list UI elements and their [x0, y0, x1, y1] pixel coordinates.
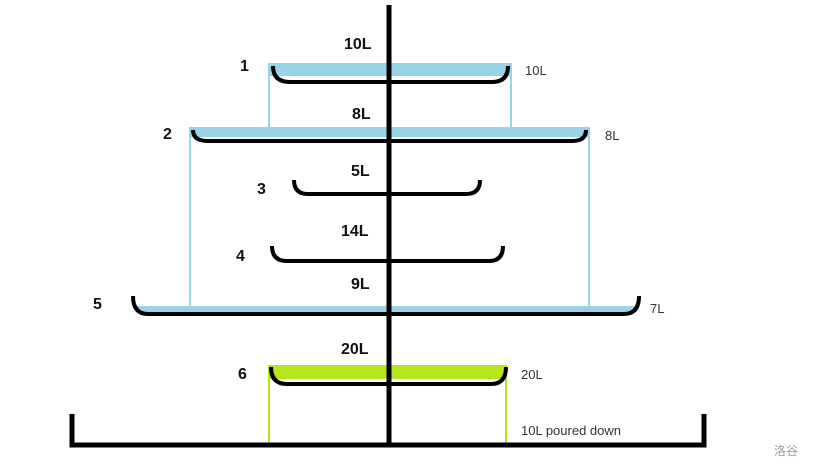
bowl-1-center-label: 10L [344, 36, 372, 53]
bowl-4-number: 4 [236, 248, 245, 265]
bowl-2-center-label: 8L [352, 106, 371, 123]
bowl-1-side-label: 10L [525, 63, 547, 78]
bowl-3-center-label: 5L [351, 163, 370, 180]
bowl-3-number: 3 [257, 181, 266, 198]
bowl-4-center-label: 14L [341, 223, 369, 240]
bowl-6-center-label: 20L [341, 341, 369, 358]
bowl-6-number: 6 [238, 366, 247, 383]
bowl-5-number: 5 [93, 296, 102, 313]
bowl-5-water [136, 306, 636, 312]
watermark: 洛谷 [774, 443, 798, 458]
bowl-6-side-label: 20L [521, 367, 543, 382]
bowl-5-center-label: 9L [351, 276, 370, 293]
bowl-2-side-label: 8L [605, 128, 619, 143]
bowl-5-side-label: 7L [650, 301, 664, 316]
bowl-2-number: 2 [163, 126, 172, 143]
basin-label: 10L poured down [521, 423, 621, 438]
bowl-1-number: 1 [240, 58, 249, 75]
bowl-5 [131, 295, 641, 316]
